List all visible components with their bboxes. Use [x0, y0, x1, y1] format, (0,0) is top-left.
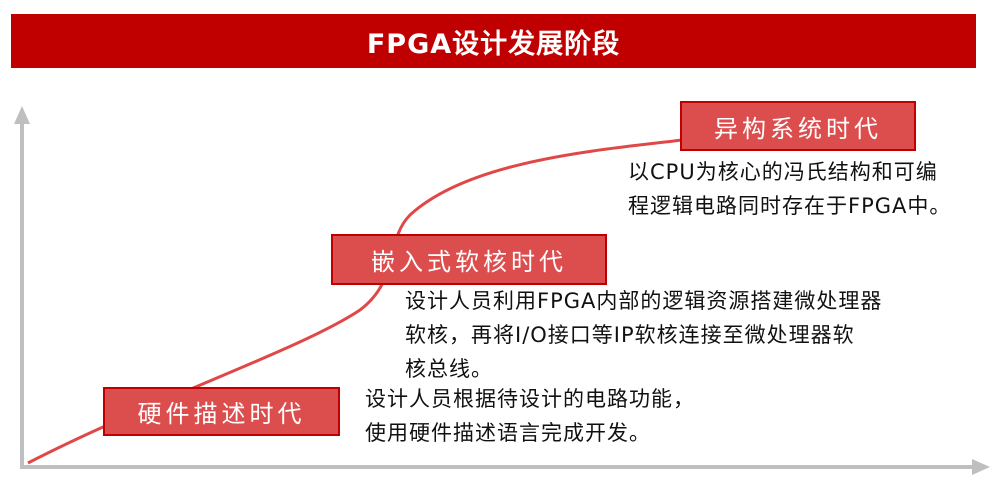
desc-line: 使用硬件描述语言完成开发。 — [365, 421, 651, 445]
stage-desc-heterogeneous: 以CPU为核心的冯氏结构和可编 程逻辑电路同时存在于FPGA中。 — [628, 155, 951, 223]
desc-line: 软核，再将I/O接口等IP软核连接至微处理器软 — [405, 323, 855, 347]
y-axis-arrow-icon — [14, 106, 30, 124]
stage-box-hardware-description: 硬件描述时代 — [103, 387, 340, 436]
desc-line: 设计人员利用FPGA内部的逻辑资源搭建微处理器 — [405, 289, 883, 313]
diagram-title: FPGA设计发展阶段 — [11, 14, 976, 68]
x-axis-arrow-icon — [972, 459, 990, 475]
desc-line: 核总线。 — [405, 357, 493, 381]
stage-box-heterogeneous: 异构系统时代 — [680, 101, 916, 151]
stage-desc-hardware-description: 设计人员根据待设计的电路功能， 使用硬件描述语言完成开发。 — [365, 382, 695, 450]
stage-desc-embedded-softcore: 设计人员利用FPGA内部的逻辑资源搭建微处理器 软核，再将I/O接口等IP软核连… — [405, 284, 882, 386]
desc-line: 设计人员根据待设计的电路功能， — [365, 387, 695, 411]
stage-box-embedded-softcore: 嵌入式软核时代 — [331, 234, 607, 285]
desc-line: 程逻辑电路同时存在于FPGA中。 — [628, 194, 952, 218]
desc-line: 以CPU为核心的冯氏结构和可编 — [628, 160, 938, 184]
